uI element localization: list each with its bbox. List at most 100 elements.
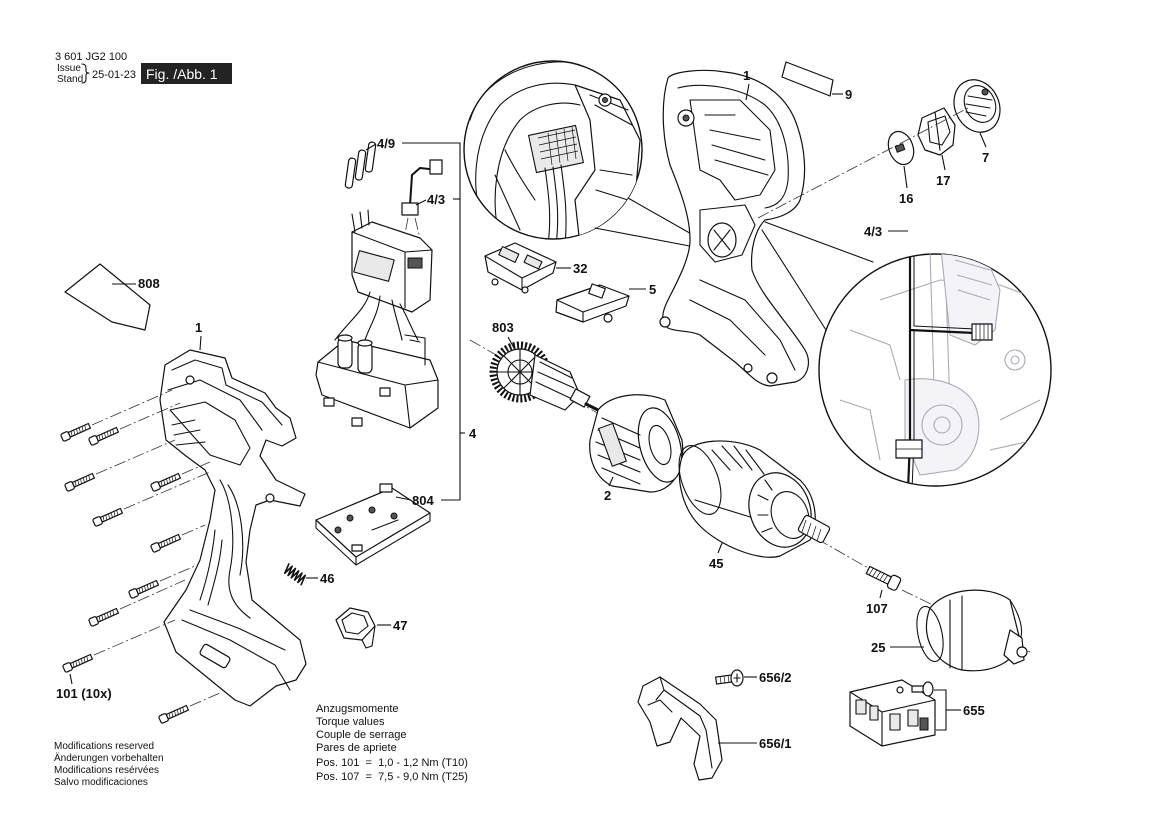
doc-number: 3 601 JG2 100	[55, 51, 127, 63]
label-part-25: 25	[871, 640, 924, 655]
label-text: 47	[393, 618, 407, 633]
screw-alignment-lines	[91, 389, 221, 707]
part-655-bit-holder	[849, 679, 936, 747]
part-656-1-belt-clip	[637, 676, 723, 781]
screw	[62, 653, 94, 673]
part-46-spring	[283, 563, 307, 586]
part-107-screw	[865, 565, 902, 591]
issue-label: Issue	[57, 63, 81, 74]
label-text: 107	[866, 601, 888, 616]
label-text: 9	[845, 87, 852, 102]
screw	[88, 607, 120, 627]
label-text: 25	[871, 640, 885, 655]
stand-label: Stand	[57, 74, 83, 85]
label-text: 1	[195, 320, 202, 335]
screw	[150, 533, 182, 553]
capacitors	[337, 334, 373, 374]
document-header: 3 601 JG2 100 Issue Stand 25-01-23 Fig. …	[55, 51, 232, 85]
screw	[88, 426, 120, 446]
label-text: 655	[963, 703, 985, 718]
label-text: 808	[138, 276, 160, 291]
label-text: 45	[709, 556, 723, 571]
torque-title-en: Torque values	[316, 716, 385, 728]
part-655-screw	[911, 681, 934, 697]
label-part-32: 32	[556, 261, 587, 276]
torque-title-fr: Couple de serrage	[316, 729, 407, 741]
torque-pos-101: Pos. 101 = 1,0 - 1,2 Nm (T10)	[316, 757, 468, 769]
label-part-9: 9	[832, 87, 852, 102]
part-7-selector-knob	[953, 79, 1001, 133]
screw	[150, 472, 182, 492]
label-text: 656/2	[759, 670, 792, 685]
torque-pos-107: Pos. 107 = 7,5 - 9,0 Nm (T25)	[316, 771, 468, 783]
label-part-17: 17	[936, 154, 950, 188]
label-text: 1	[743, 68, 750, 83]
part-4-switch-assembly	[315, 141, 443, 429]
label-part-46: 46	[306, 571, 334, 586]
disclaimer-line: Modifications reserved	[54, 741, 154, 752]
label-part-4-9: 4/9	[365, 136, 395, 151]
part-47-knob	[335, 607, 376, 649]
part-25-chuck	[916, 589, 1028, 672]
figure-label: Fig. /Abb. 1	[146, 66, 218, 82]
torque-title-de: Anzugsmomente	[316, 703, 399, 715]
label-text: 4/9	[377, 136, 395, 151]
label-part-4-3-right: 4/3	[864, 224, 908, 239]
label-text: 17	[936, 173, 950, 188]
detail-view-wire-routing	[761, 221, 1052, 487]
detail-view-switch-connector	[463, 60, 703, 249]
housing-half-left	[159, 349, 307, 707]
disclaimer-line: Modifications resérvées	[54, 765, 159, 776]
label-text: 32	[573, 261, 587, 276]
label-part-656-1: 656/1	[718, 736, 792, 751]
label-text: 7	[982, 150, 989, 165]
label-part-47: 47	[377, 618, 407, 633]
label-part-1-left: 1	[195, 320, 202, 351]
label-part-16: 16	[899, 165, 913, 206]
label-part-2: 2	[604, 476, 614, 503]
torque-values-block: Anzugsmomente Torque values Couple de se…	[316, 703, 468, 783]
label-text: 16	[899, 191, 913, 206]
label-part-656-2: 656/2	[744, 670, 792, 685]
label-text: 2	[604, 488, 611, 503]
label-text: 804	[412, 493, 434, 508]
disclaimer-line: Änderungen vorbehalten	[54, 752, 164, 764]
label-text: 5	[649, 282, 656, 297]
part-804-contact-plate	[315, 483, 431, 566]
label-text: 46	[320, 571, 334, 586]
screw	[158, 704, 190, 724]
torque-title-es: Pares de apriete	[316, 742, 397, 754]
part-2-stator	[589, 394, 684, 493]
label-part-107: 107	[866, 589, 888, 616]
part-656-2-screw	[715, 669, 744, 687]
screw	[92, 507, 124, 527]
part-9-label-plate	[781, 61, 834, 97]
screw	[60, 422, 92, 442]
issue-date: 25-01-23	[92, 69, 136, 81]
label-part-808: 808	[112, 276, 160, 291]
figure-badge	[141, 63, 232, 84]
housing-half-right	[659, 69, 809, 387]
label-text: 4/3	[427, 192, 445, 207]
part-4-3-wire	[401, 159, 443, 216]
screw	[64, 472, 96, 492]
part-808-plate	[64, 263, 151, 331]
label-part-4-3-left: 4/3	[415, 192, 445, 207]
label-text: 803	[492, 320, 514, 335]
modifications-disclaimer: Modifications reserved Änderungen vorbeh…	[54, 741, 164, 788]
label-part-5: 5	[629, 282, 656, 297]
bracket-part-4	[402, 142, 465, 501]
label-text: 4/3	[864, 224, 882, 239]
label-text: 656/1	[759, 736, 792, 751]
label-part-7: 7	[979, 132, 989, 165]
part-5-switch-slide	[555, 283, 630, 323]
part-803-armature	[489, 341, 600, 412]
part-32-slider	[484, 242, 557, 294]
disclaimer-line: Salvo modificaciones	[54, 777, 148, 788]
label-part-1-right: 1	[743, 68, 750, 101]
part-16-disc	[887, 130, 915, 166]
brace-icon	[81, 63, 90, 84]
label-text: 4	[469, 426, 477, 441]
label-part-4: 4	[469, 426, 477, 441]
